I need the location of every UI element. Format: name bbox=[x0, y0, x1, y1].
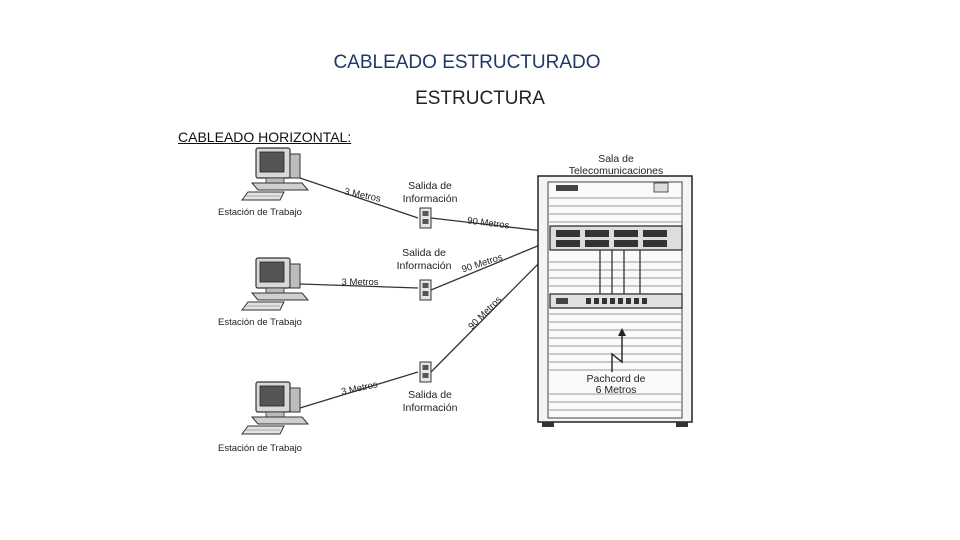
workstation-2: Estación de Trabajo bbox=[218, 257, 309, 328]
patchcord-label-line2: 6 Metros bbox=[596, 384, 637, 396]
workstation-3-label: Estación de Trabajo bbox=[218, 443, 302, 454]
short-cables bbox=[299, 177, 419, 409]
patchcord-arrow bbox=[611, 334, 623, 372]
page-subtitle: ESTRUCTURA bbox=[415, 88, 545, 109]
telecom-room-title-line2: Telecomunicaciones bbox=[569, 165, 664, 177]
outlet-1-label-line1: Salida de bbox=[408, 180, 452, 192]
outlet-2-label-line2: Información bbox=[397, 260, 452, 272]
cable-label-short-1: 3 Metros bbox=[343, 186, 382, 204]
patch-cords bbox=[599, 250, 641, 300]
outlet-1-label-line2: Información bbox=[403, 193, 458, 205]
cable-label-short-3: 3 Metros bbox=[340, 379, 379, 397]
workstation-3: Estación de Trabajo bbox=[218, 381, 309, 454]
long-cables bbox=[430, 217, 553, 373]
network-switch bbox=[549, 293, 683, 309]
workstation-1: Estación de Trabajo bbox=[218, 147, 309, 218]
workstation-2-label: Estación de Trabajo bbox=[218, 317, 302, 328]
outlet-3-label-line1: Salida de bbox=[408, 389, 452, 401]
rack-slats bbox=[549, 197, 681, 411]
outlet-3: Salida de Información bbox=[403, 361, 458, 414]
patch-panel bbox=[549, 225, 683, 251]
outlet-3-label-line2: Información bbox=[403, 402, 458, 414]
section-label: CABLEADO HORIZONTAL: bbox=[178, 129, 352, 145]
workstation-1-label: Estación de Trabajo bbox=[218, 207, 302, 218]
telecom-rack: Sala de Telecomunicaciones bbox=[537, 153, 693, 427]
page-title: CABLEADO ESTRUCTURADO bbox=[333, 52, 601, 73]
telecom-room-title-line1: Sala de bbox=[598, 153, 634, 165]
cable-label-long-1: 90 Metros bbox=[467, 215, 511, 231]
outlet-2: Salida de Información bbox=[397, 247, 452, 301]
cable-label-short-2: 3 Metros bbox=[342, 277, 379, 288]
patchcord-label-line1: Pachcord de bbox=[587, 373, 646, 385]
cable-label-long-3: 90 Metros bbox=[466, 294, 504, 332]
outlet-2-label-line1: Salida de bbox=[402, 247, 446, 259]
outlet-1: Salida de Información bbox=[403, 180, 458, 229]
cable-label-long-2: 90 Metros bbox=[460, 252, 504, 276]
